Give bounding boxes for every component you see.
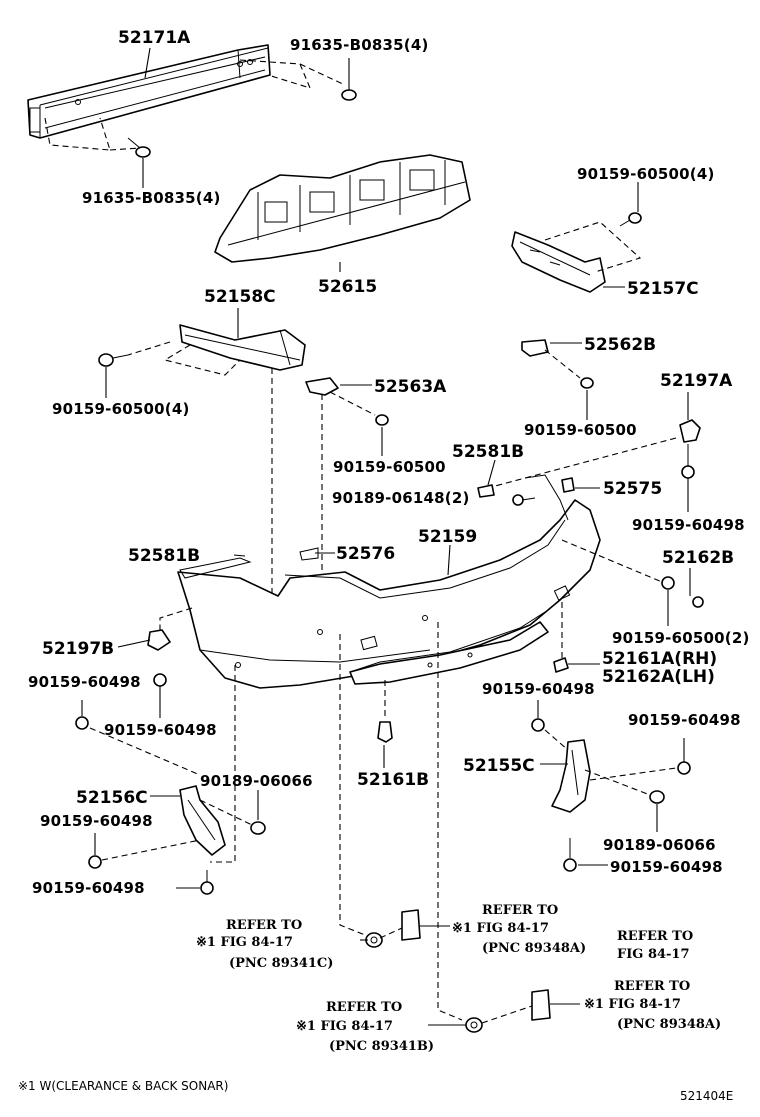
part-label: 52575 bbox=[603, 479, 662, 499]
part-label: 52161A(RH) bbox=[602, 649, 717, 669]
bolt-icon bbox=[375, 414, 389, 426]
bolt-icon bbox=[563, 838, 577, 872]
part-label: 90189-06066 bbox=[603, 836, 716, 854]
part-label: 52563A bbox=[374, 377, 447, 397]
clip-52575 bbox=[561, 477, 575, 493]
bolt-icon bbox=[250, 821, 266, 835]
bolt-icon bbox=[649, 790, 665, 804]
refer-note-line: REFER TO bbox=[614, 979, 690, 994]
part-label: 52162B bbox=[662, 548, 734, 568]
part-label: 90159-60500(2) bbox=[612, 629, 750, 647]
clip-52581b-upper bbox=[477, 484, 495, 498]
clip-52197b bbox=[147, 629, 171, 651]
bolt-icon bbox=[681, 444, 695, 479]
part-label: 52159 bbox=[418, 527, 477, 547]
refer-note-line: ※1 FIG 84-17 bbox=[452, 921, 549, 936]
part-label: 90159-60498 bbox=[104, 721, 217, 739]
bolt-icon bbox=[75, 716, 89, 730]
part-label: 52171A bbox=[118, 28, 191, 48]
sonar-bracket-icon bbox=[401, 909, 421, 941]
part-label: 91635-B0835(4) bbox=[290, 36, 429, 54]
bolt-icon bbox=[619, 212, 642, 227]
bolt-icon bbox=[580, 377, 594, 389]
part-label: 90159-60498 bbox=[632, 516, 745, 534]
part-label: 52562B bbox=[584, 335, 656, 355]
refer-note-line: REFER TO bbox=[326, 1000, 402, 1015]
clip-52562b bbox=[521, 339, 549, 357]
clip-52161b bbox=[377, 721, 393, 743]
bolt-icon bbox=[153, 673, 167, 687]
refer-note-line: (PNC 89348A) bbox=[617, 1017, 721, 1032]
bumper-reinforcement bbox=[27, 44, 271, 139]
refer-note-line: (PNC 89348A) bbox=[482, 941, 586, 956]
bolt-icon bbox=[512, 494, 524, 506]
part-label: 90159-60500(4) bbox=[577, 165, 715, 183]
bumper-cover bbox=[177, 474, 601, 689]
refer-note-line: (PNC 89341B) bbox=[329, 1039, 434, 1054]
refer-note: REFER TO ※1 FIG 84-17 (PNC 89348A) bbox=[452, 903, 586, 956]
figure-code: 521404E bbox=[680, 1089, 733, 1103]
part-label: 52161B bbox=[357, 770, 429, 790]
part-label: 90189-06066 bbox=[200, 772, 313, 790]
part-label: 52156C bbox=[76, 788, 148, 808]
bracket-52156c bbox=[179, 785, 226, 856]
part-label: 52576 bbox=[336, 544, 395, 564]
refer-note-line: REFER TO bbox=[617, 929, 693, 944]
clip-52197a bbox=[679, 419, 701, 443]
bolt-icon bbox=[98, 353, 129, 367]
part-label: 52581B bbox=[128, 546, 200, 566]
bolt-icon bbox=[531, 718, 545, 732]
part-label: 52581B bbox=[452, 442, 524, 462]
part-label: 52197A bbox=[660, 371, 733, 391]
part-label: 90189-06148(2) bbox=[332, 489, 470, 507]
part-label: 91635-B0835(4) bbox=[82, 189, 221, 207]
part-label: 90159-60498 bbox=[32, 879, 145, 897]
part-label: 90159-60500(4) bbox=[52, 400, 190, 418]
part-label: 52155C bbox=[463, 756, 535, 776]
refer-note: REFER TO FIG 84-17 bbox=[617, 929, 693, 962]
clip-52161a bbox=[553, 657, 569, 673]
part-label: 52157C bbox=[627, 279, 699, 299]
refer-note: REFER TO ※1 FIG 84-17 (PNC 89341B) bbox=[296, 1000, 434, 1054]
refer-note-line: REFER TO bbox=[482, 903, 558, 918]
footnote: ※1 W(CLEARANCE & BACK SONAR) bbox=[18, 1079, 228, 1093]
refer-note: REFER TO ※1 FIG 84-17 (PNC 89341C) bbox=[196, 918, 333, 971]
part-label: 52615 bbox=[318, 277, 377, 297]
part-label: 90159-60498 bbox=[628, 711, 741, 729]
bracket-52155c bbox=[551, 739, 591, 813]
sonar-sensor-icon bbox=[365, 932, 383, 948]
refer-note-line: ※1 FIG 84-17 bbox=[296, 1019, 393, 1034]
refer-note-line: ※1 FIG 84-17 bbox=[584, 997, 681, 1012]
part-label: 52162A(LH) bbox=[602, 667, 715, 687]
bolt-icon bbox=[661, 576, 675, 590]
bracket-52157c bbox=[511, 231, 606, 293]
refer-note-line: ※1 FIG 84-17 bbox=[196, 935, 293, 950]
clip-52563a bbox=[305, 377, 339, 396]
sonar-sensor-icon bbox=[465, 1017, 483, 1033]
part-label: 90159-60498 bbox=[28, 673, 141, 691]
refer-note-line: REFER TO bbox=[226, 918, 302, 933]
part-label: 90159-60500 bbox=[524, 421, 637, 439]
part-label: 52158C bbox=[204, 287, 276, 307]
bolt-icon bbox=[200, 870, 214, 895]
part-label: 90159-60498 bbox=[482, 680, 595, 698]
part-label: 90159-60498 bbox=[610, 858, 723, 876]
leader-lines bbox=[81, 47, 691, 1026]
refer-note-line: FIG 84-17 bbox=[617, 947, 690, 962]
refer-note-line: (PNC 89341C) bbox=[229, 956, 333, 971]
bolt-icon bbox=[127, 137, 151, 158]
part-label: 90159-60498 bbox=[40, 812, 153, 830]
refer-note: REFER TO ※1 FIG 84-17 (PNC 89348A) bbox=[584, 979, 721, 1032]
part-label: 52197B bbox=[42, 639, 114, 659]
bracket-52158c bbox=[179, 324, 306, 371]
clip-52162b bbox=[692, 596, 704, 608]
part-label: 90159-60500 bbox=[333, 458, 446, 476]
energy-absorber bbox=[214, 154, 471, 263]
bolt-icon bbox=[88, 855, 102, 869]
part-labels: 52171A 91635-B0835(4) 91635-B0835(4) 901… bbox=[28, 28, 750, 897]
lower-spoiler bbox=[349, 621, 549, 685]
sonar-bracket-icon bbox=[531, 989, 551, 1021]
